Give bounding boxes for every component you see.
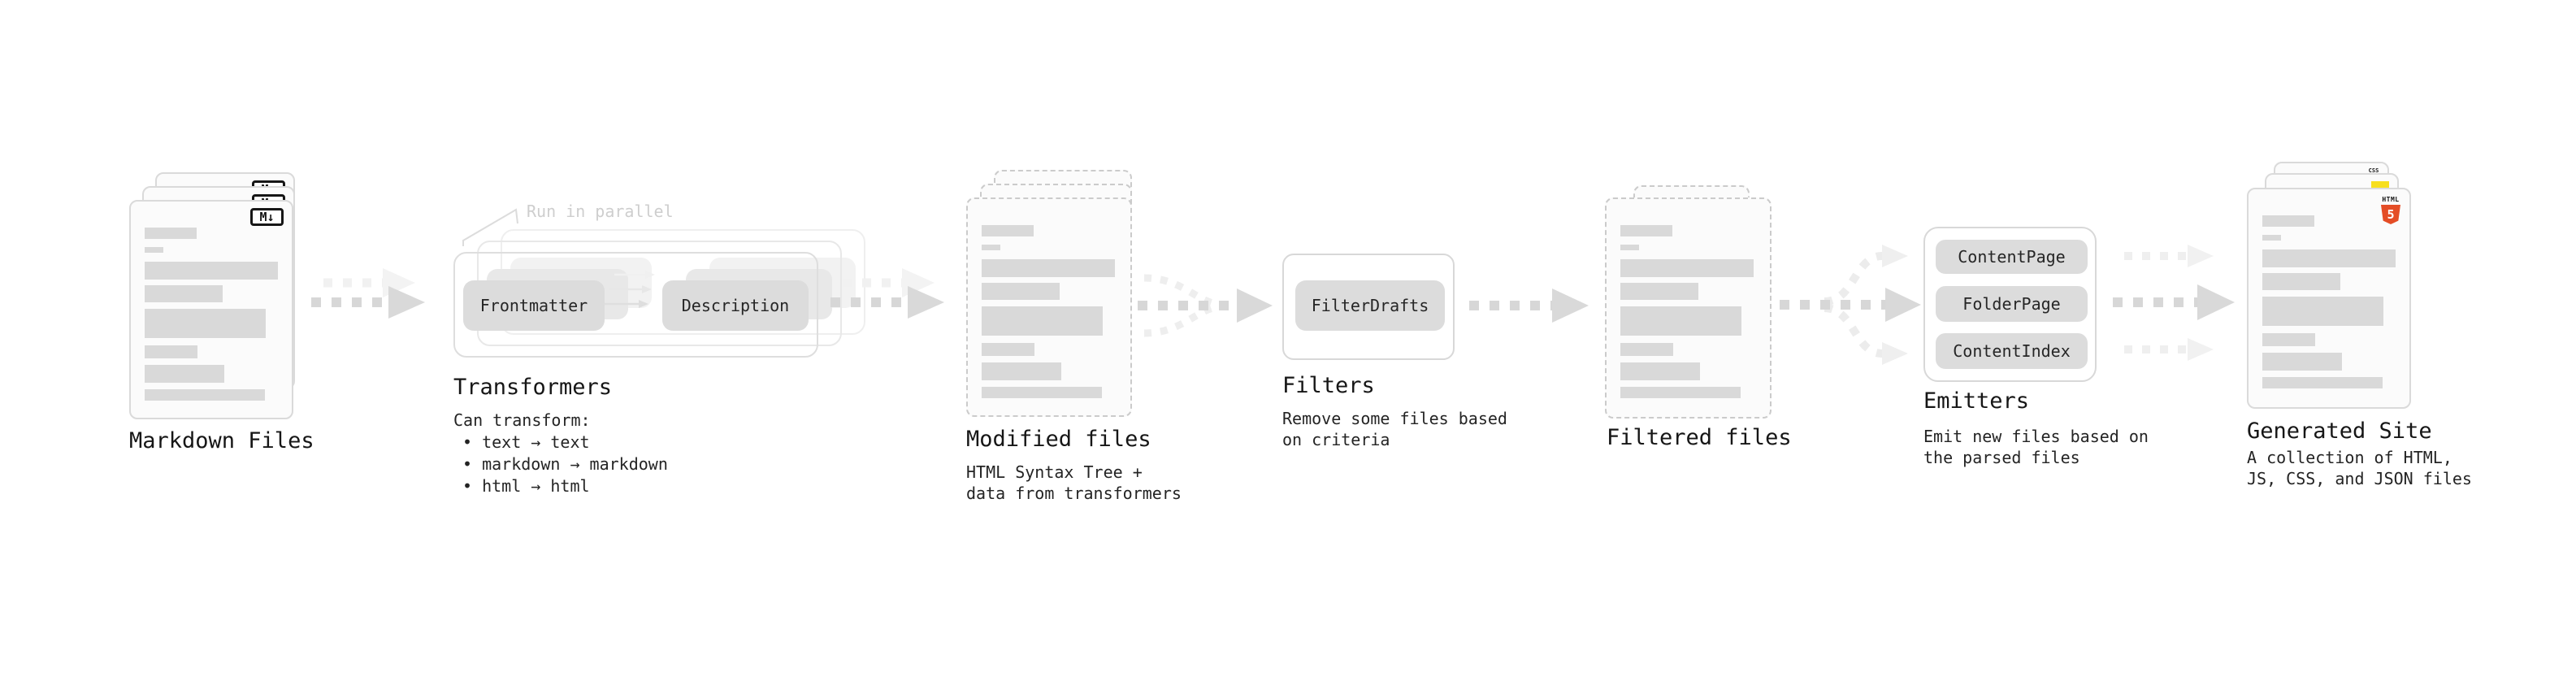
- text-line-placeholder: [2262, 249, 2396, 267]
- markdown-files-stack: M↓ M↓ M↓: [129, 172, 301, 421]
- contentindex-pill: ContentIndex: [1936, 333, 2088, 369]
- text-line-placeholder: [145, 228, 197, 239]
- text-line-placeholder: [982, 245, 1000, 250]
- filters-desc: Remove some files based on criteria: [1282, 409, 1507, 449]
- emitters-box: ContentPage FolderPage ContentIndex: [1923, 227, 2097, 382]
- run-in-parallel-callout-line: [462, 208, 518, 246]
- generated-site-stack: CSS HTML 5: [2247, 162, 2419, 414]
- text-line-placeholder: [1620, 362, 1700, 380]
- text-line-placeholder: [145, 365, 224, 383]
- run-in-parallel-note: Run in parallel: [527, 202, 674, 221]
- generated-site-desc: A collection of HTML, JS, CSS, and JSON …: [2247, 448, 2472, 488]
- html5-icon: HTML 5: [2380, 196, 2401, 224]
- flow-arrow-filtered-to-emitters: [1780, 245, 1921, 365]
- flow-arrow-modified-to-filters: [1138, 274, 1273, 337]
- transformers-bullet-list: • text → text • markdown → markdown • ht…: [462, 432, 668, 497]
- generated-site-label: Generated Site: [2247, 419, 2432, 444]
- emitters-desc: Emit new files based on the parsed files: [1923, 427, 2149, 467]
- text-line-placeholder: [1620, 225, 1672, 236]
- description-pill: Description: [662, 280, 809, 331]
- text-line-placeholder: [145, 285, 223, 302]
- html-file-card: HTML 5: [2247, 188, 2411, 409]
- parallel-mini-arrows: [605, 271, 655, 308]
- frontmatter-pill: Frontmatter: [463, 280, 605, 331]
- text-line-placeholder: [982, 387, 1102, 398]
- flow-arrow-filters-to-filtered: [1469, 288, 1589, 323]
- filters-box: FilterDrafts: [1282, 254, 1455, 360]
- filtered-file-card-front: [1605, 197, 1772, 419]
- text-line-placeholder: [2262, 297, 2383, 326]
- modified-files-desc: HTML Syntax Tree + data from transformer…: [966, 462, 1182, 503]
- modified-files-label: Modified files: [966, 427, 1151, 452]
- text-line-placeholder: [2262, 377, 2383, 388]
- markdown-files-label: Markdown Files: [129, 428, 314, 453]
- text-line-placeholder: [145, 262, 278, 280]
- text-line-placeholder: [982, 259, 1115, 277]
- text-line-placeholder: [2262, 273, 2340, 290]
- text-line-placeholder: [1620, 245, 1639, 250]
- text-line-placeholder: [145, 389, 265, 401]
- text-line-placeholder: [2262, 215, 2314, 227]
- transformers-stack: Frontmatter Description: [453, 229, 876, 375]
- emitters-label: Emitters: [1923, 388, 2030, 414]
- text-line-placeholder: [145, 345, 197, 358]
- text-line-placeholder: [1620, 306, 1741, 336]
- javascript-icon: [2371, 181, 2389, 189]
- text-line-placeholder: [982, 225, 1034, 236]
- text-line-placeholder: [982, 283, 1060, 300]
- folderpage-pill: FolderPage: [1936, 286, 2088, 322]
- markdown-icon: M↓: [250, 208, 284, 226]
- filterdrafts-pill: FilterDrafts: [1295, 280, 1445, 331]
- filtered-files-stack: [1605, 185, 1800, 421]
- text-line-placeholder: [145, 309, 266, 338]
- bullet-item: • text → text: [462, 432, 590, 452]
- text-line-placeholder: [982, 362, 1061, 380]
- text-line-placeholder: [982, 306, 1103, 336]
- text-line-placeholder: [982, 343, 1034, 356]
- modified-file-card-front: [966, 197, 1132, 417]
- text-line-placeholder: [1620, 283, 1698, 300]
- flow-arrow-emitters-to-generated: [2113, 245, 2235, 361]
- filtered-files-label: Filtered files: [1607, 425, 1792, 450]
- text-line-placeholder: [2262, 333, 2315, 346]
- bullet-item: • html → html: [462, 476, 590, 496]
- text-line-placeholder: [1620, 259, 1754, 277]
- bullet-item: • markdown → markdown: [462, 454, 668, 474]
- transformers-label: Transformers: [453, 375, 613, 400]
- markdown-file-card-front: M↓: [129, 200, 293, 419]
- transformers-desc-heading: Can transform:: [453, 410, 591, 430]
- text-line-placeholder: [2262, 353, 2342, 371]
- flow-arrow-markdown-to-transformers: [311, 268, 425, 319]
- text-line-placeholder: [1620, 387, 1741, 398]
- text-line-placeholder: [2262, 235, 2281, 241]
- contentpage-pill: ContentPage: [1936, 240, 2088, 274]
- flow-arrow-transformers-to-modified: [830, 268, 944, 319]
- text-line-placeholder: [145, 247, 163, 253]
- modified-files-stack: [966, 170, 1161, 419]
- text-line-placeholder: [1620, 343, 1673, 356]
- filters-label: Filters: [1282, 373, 1375, 398]
- transformer-layer-front: Frontmatter Description: [453, 252, 818, 358]
